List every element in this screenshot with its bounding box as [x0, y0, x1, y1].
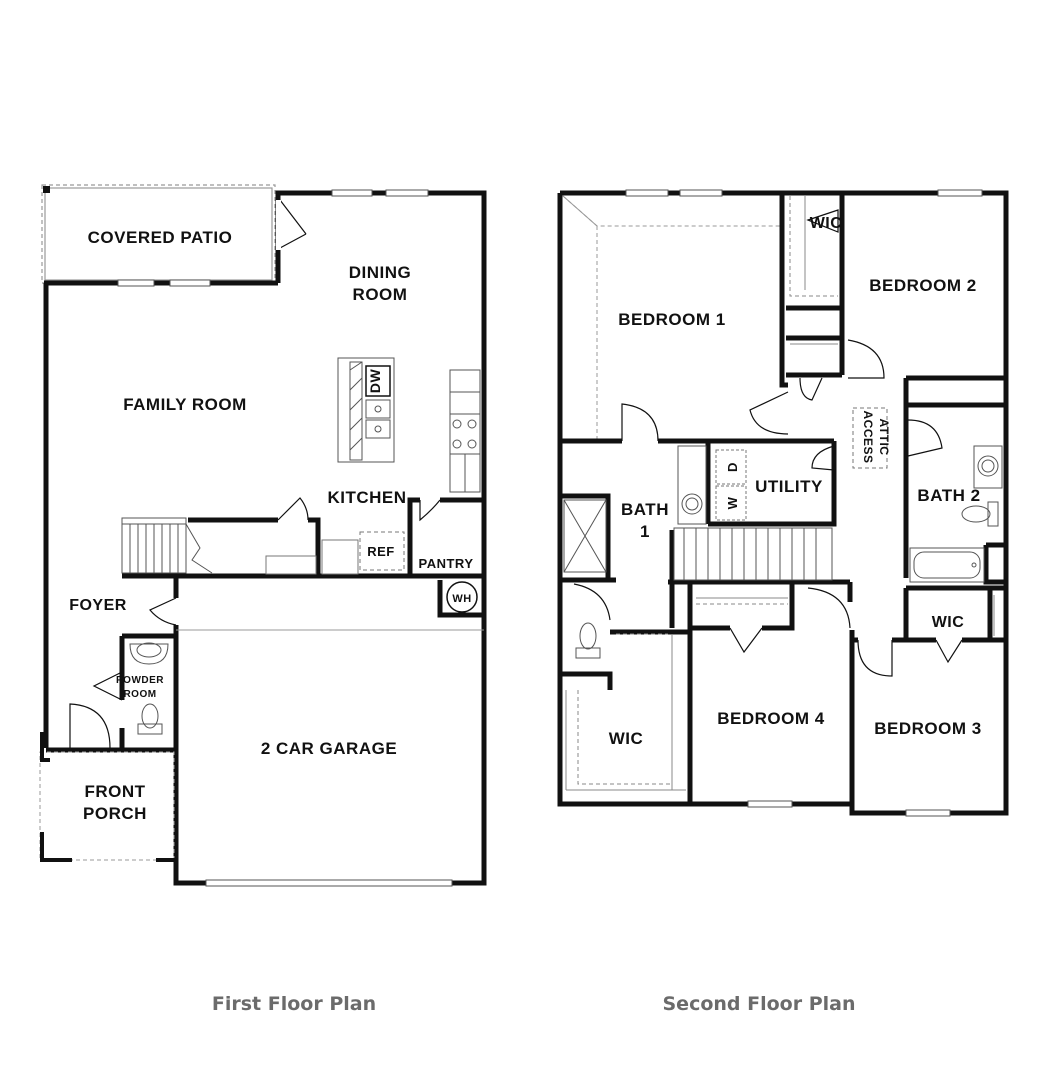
dining-room-label-line2: ROOM: [353, 285, 408, 304]
front-porch-label-line2: PORCH: [83, 804, 147, 823]
first-floor-labels: COVERED PATIO DINING ROOM FAMILY ROOM DW…: [69, 228, 473, 823]
second-floor-caption: Second Floor Plan: [662, 993, 856, 1015]
wic-right-label: WIC: [932, 614, 965, 631]
bath1-label-line2: 1: [640, 522, 650, 541]
refrigerator-outline: [359, 531, 405, 571]
first-floor-exterior-walls: [43, 190, 487, 886]
foyer-label: FOYER: [69, 597, 127, 614]
patio-door: [276, 199, 307, 250]
pantry-label: PANTRY: [419, 556, 474, 571]
water-heater-label: WH: [452, 593, 471, 605]
kitchen-counter-small: [321, 539, 359, 575]
attic-access-outline: [852, 407, 888, 469]
kitchen-label: KITCHEN: [327, 488, 406, 507]
water-heater-icon: [446, 581, 478, 613]
powder-room-fixtures: [129, 642, 169, 735]
garage-label: 2 CAR GARAGE: [261, 739, 397, 758]
patio-post: [43, 186, 50, 193]
second-floor-closet-lines: [565, 196, 995, 791]
first-floor-caption: First Floor Plan: [211, 993, 377, 1015]
dining-room-label-line1: DINING: [349, 263, 412, 282]
utility-label: UTILITY: [755, 477, 823, 496]
bedroom1-label: BEDROOM 1: [618, 310, 725, 329]
wic-left-label: WIC: [609, 729, 644, 748]
second-floor-doors: [573, 209, 963, 677]
first-floor-interior-walls: [119, 497, 484, 750]
washer-label: W: [725, 496, 740, 509]
bath1-fixtures: [563, 445, 707, 659]
first-floor-windows: [117, 189, 453, 887]
kitchen-counter: [449, 369, 481, 493]
bath1-label-line1: BATH: [621, 500, 669, 519]
bedroom3-label: BEDROOM 3: [874, 719, 981, 738]
washer-dryer: [715, 449, 747, 521]
front-porch-columns: [40, 732, 176, 862]
second-floor-stairs: [673, 527, 833, 581]
attic-access-label-line2: ACCESS: [861, 410, 875, 463]
powder-room-label-line1: POWDER: [116, 675, 164, 686]
second-floor-plan: WIC BEDROOM 2 BEDROOM 1 ATTIC ACCESS D W…: [557, 189, 1009, 817]
bath2-fixtures: [909, 445, 1003, 583]
front-porch-outline: [39, 751, 175, 861]
front-porch-label-line1: FRONT: [84, 782, 145, 801]
ref-label: REF: [367, 544, 395, 559]
first-floor-plan: COVERED PATIO DINING ROOM FAMILY ROOM DW…: [39, 184, 487, 887]
second-floor-windows: [625, 189, 983, 817]
bedroom2-label: BEDROOM 2: [869, 276, 976, 295]
second-floor-labels: WIC BEDROOM 2 BEDROOM 1 ATTIC ACCESS D W…: [609, 215, 982, 748]
attic-access-label-line1: ATTIC: [877, 419, 891, 456]
covered-patio-label: COVERED PATIO: [88, 228, 233, 247]
dryer-label: D: [725, 462, 740, 472]
dishwasher-label: DW: [367, 369, 383, 394]
kitchen-cabinet: [265, 555, 317, 575]
family-room-label: FAMILY ROOM: [123, 395, 247, 414]
kitchen-island: [337, 357, 395, 463]
bath2-label: BATH 2: [917, 486, 980, 505]
wic-top-label: WIC: [810, 215, 843, 232]
first-floor-doors: [69, 497, 441, 749]
second-floor-interior-walls: [560, 193, 1006, 813]
bedroom4-label: BEDROOM 4: [717, 709, 825, 728]
covered-patio-outline: [41, 184, 276, 284]
powder-room-label-line2: ROOM: [123, 689, 156, 700]
first-floor-stairs: [121, 517, 213, 574]
bedroom1-ceiling-outline: [562, 195, 782, 440]
